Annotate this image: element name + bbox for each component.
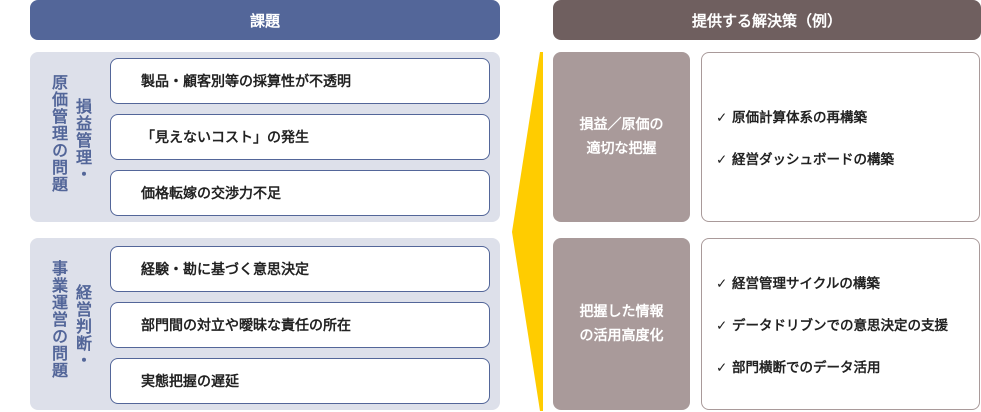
yellow-wedge-shape (512, 52, 543, 411)
solution-list: ✓ 経営管理サイクルの構築 ✓ データドリブンでの意思決定の支援 ✓ 部門横断で… (701, 238, 980, 410)
issue-item: 実態把握の遅延 (110, 358, 490, 404)
issue-item: 製品・顧客別等の採算性が不透明 (110, 58, 490, 104)
solution-list: ✓ 原価計算体系の再構築 ✓ 経営ダッシュボードの構築 (701, 52, 980, 222)
issue-item: 「見えないコスト」の発生 (110, 114, 490, 160)
solutions-header: 提供する解決策（例） (553, 0, 981, 40)
group-label-line2: 原価管理の問題 (49, 74, 68, 193)
solution-title-line: 把握した情報 (579, 304, 664, 320)
issues-header-label: 課題 (249, 11, 280, 30)
solution-item: ✓ 部門横断でのデータ活用 (716, 360, 881, 376)
solution-item: ✓ データドリブンでの意思決定の支援 (716, 318, 949, 334)
solution-title: 把握した情報の活用高度化 (553, 238, 690, 410)
solutions-header-label: 提供する解決策（例） (691, 11, 842, 30)
solution-title: 損益／原価の適切な把握 (553, 52, 690, 222)
solution-title-line: 適切な把握 (586, 141, 657, 157)
solution-title-line: の活用高度化 (579, 328, 664, 344)
issues-header: 課題 (30, 0, 500, 40)
group-label-line1: 損益管理・ (73, 98, 92, 183)
group-label-line2: 事業運営の問題 (49, 260, 68, 379)
solution-item: ✓ 経営ダッシュボードの構築 (716, 152, 895, 168)
solution-item: ✓ 原価計算体系の再構築 (716, 110, 868, 126)
issue-item: 部門間の対立や曖昧な責任の所在 (110, 302, 490, 348)
solution-item: ✓ 経営管理サイクルの構築 (716, 276, 880, 292)
solution-title-line: 損益／原価の (579, 117, 664, 133)
issue-item: 価格転嫁の交渉力不足 (110, 170, 490, 216)
issue-item: 経験・勘に基づく意思決定 (110, 246, 490, 292)
group-label-line1: 経営判断・ (73, 284, 92, 369)
